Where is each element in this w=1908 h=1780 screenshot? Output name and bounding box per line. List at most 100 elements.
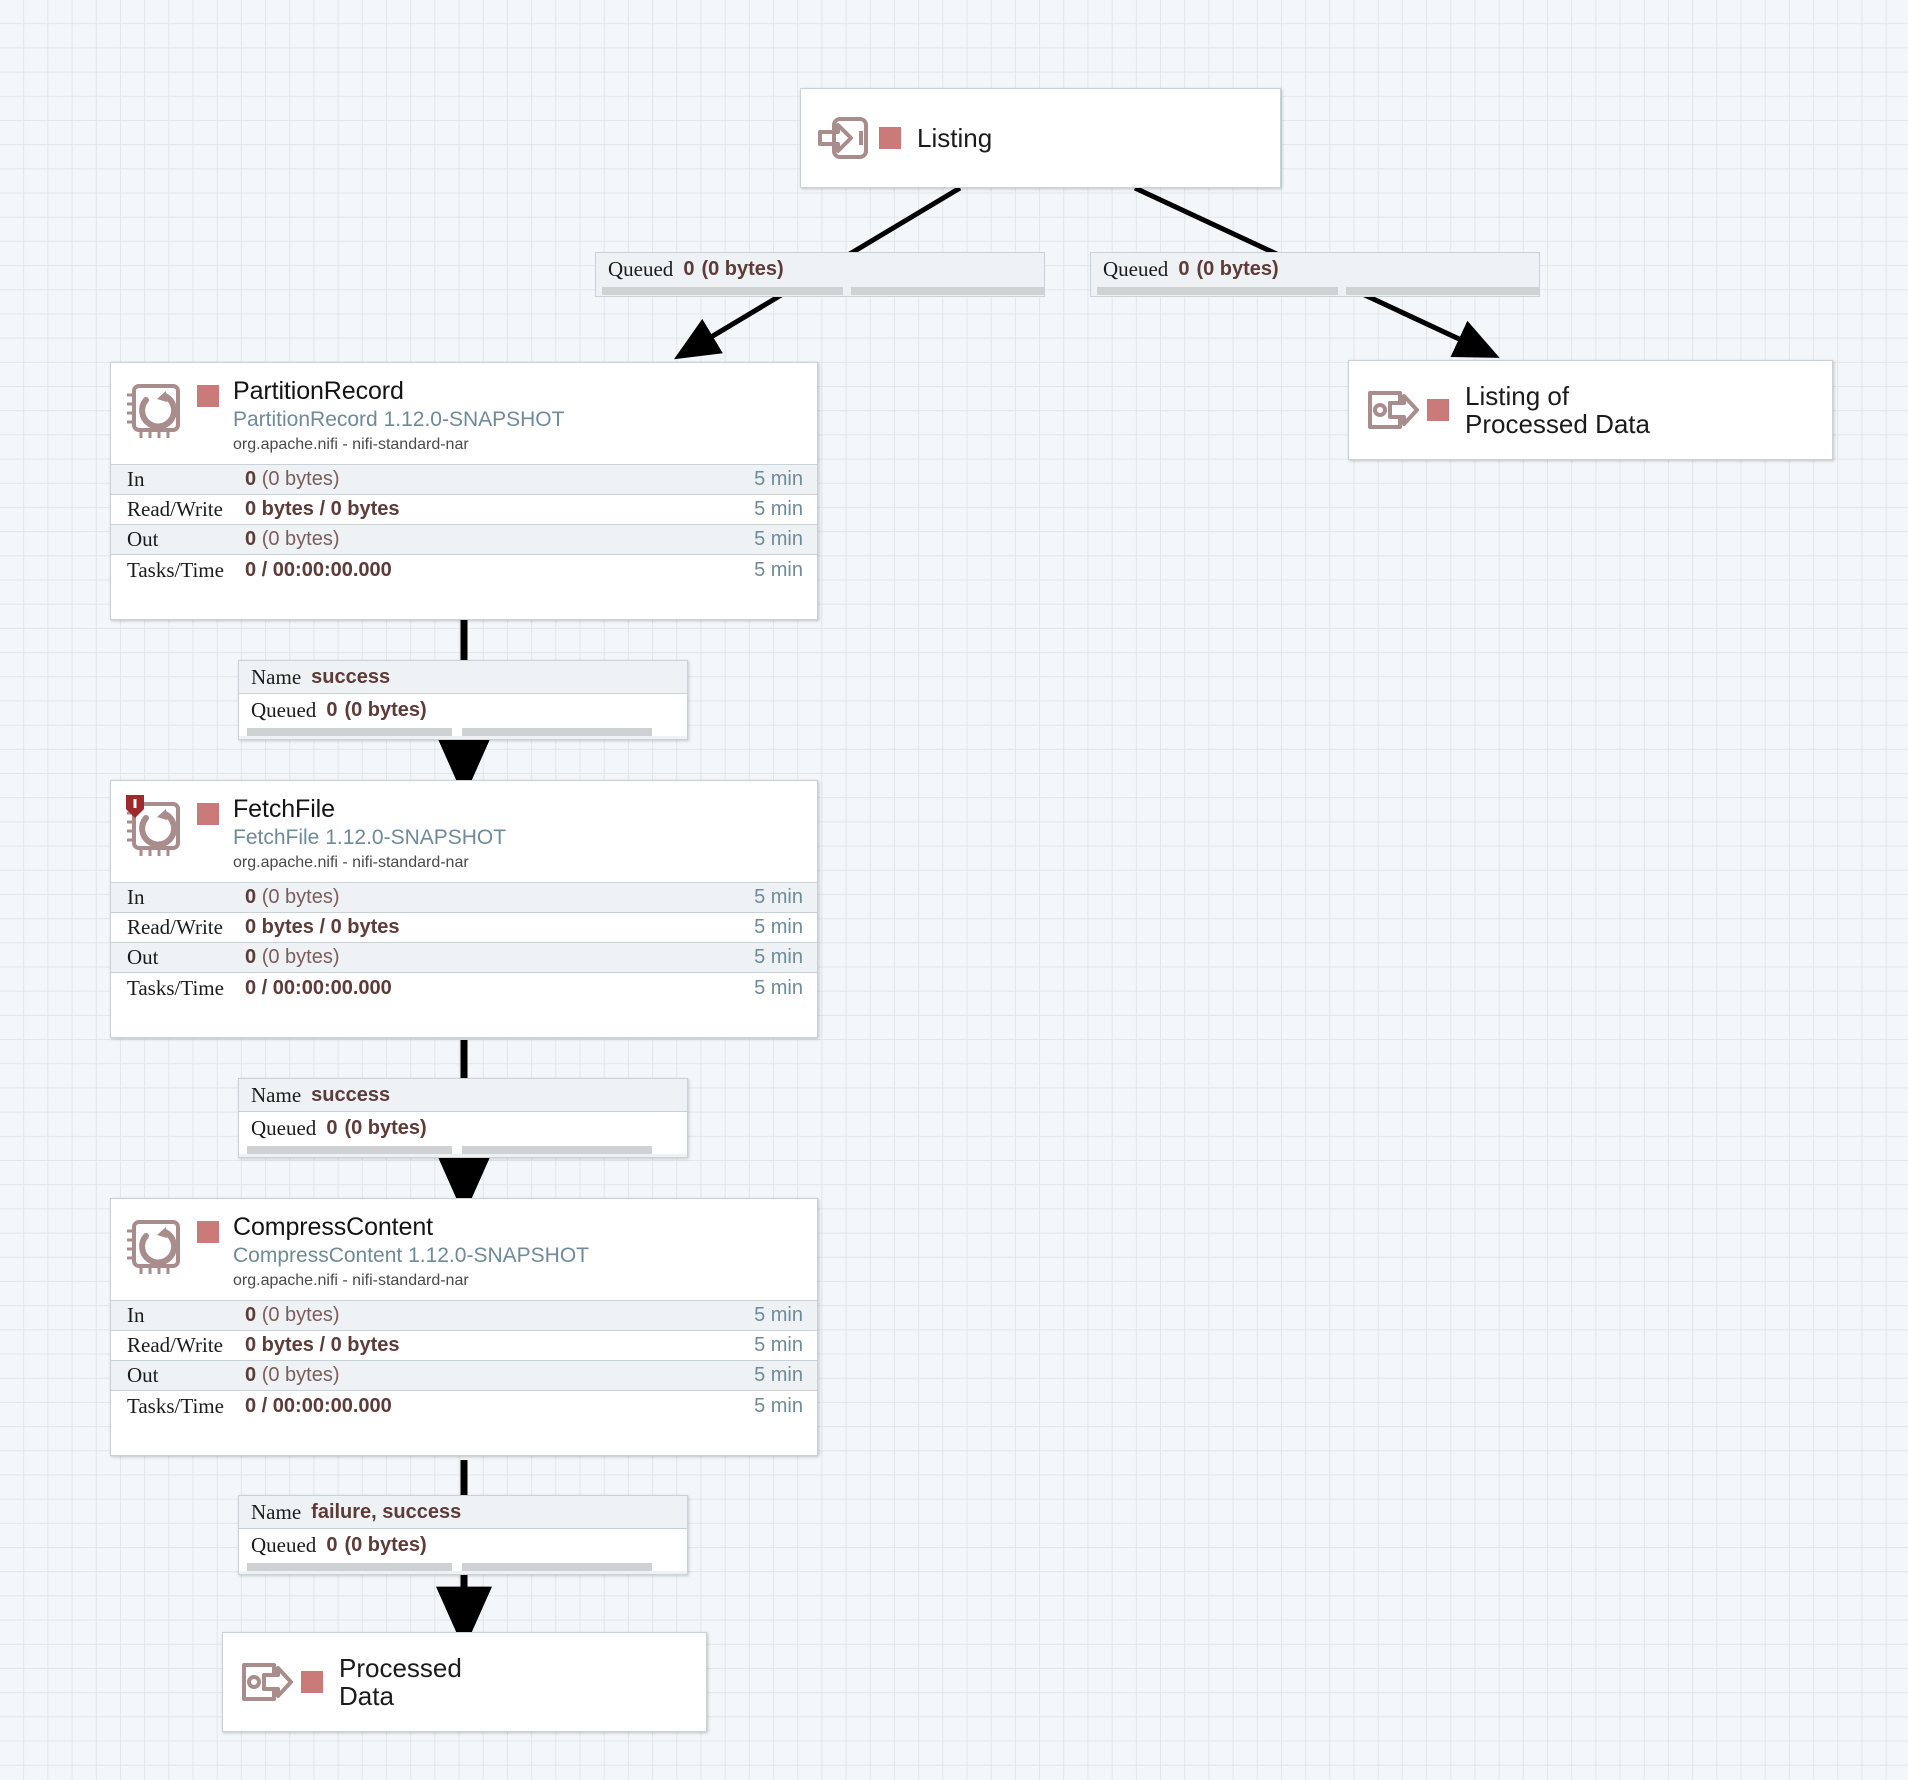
output-port-icon	[237, 1657, 295, 1707]
stat-row-tasks-time: Tasks/Time 0 / 00:00:00.000 5 min	[111, 973, 817, 1004]
stat-value: 0 bytes / 0 bytes	[245, 1334, 400, 1357]
queued-progress-bars	[1090, 285, 1540, 297]
queue-count-bar	[247, 1145, 452, 1154]
queued-progress-bars	[239, 727, 687, 736]
stat-value: 0 (0 bytes)	[245, 468, 340, 491]
stat-time: 5 min	[754, 498, 803, 521]
name-value: success	[311, 1083, 391, 1106]
stat-row-read-write: Read/Write 0 bytes / 0 bytes 5 min	[111, 913, 817, 944]
queue-size-bar	[1345, 286, 1539, 295]
processor-stats: In 0 (0 bytes) 5 min Read/Write 0 bytes …	[111, 464, 817, 586]
stat-label: Tasks/Time	[127, 557, 224, 582]
stat-row-read-write: Read/Write 0 bytes / 0 bytes 5 min	[111, 495, 817, 526]
stat-time: 5 min	[754, 1394, 803, 1417]
stat-label: Out	[127, 945, 159, 970]
stat-label: Out	[127, 1363, 159, 1388]
stat-row-read-write: Read/Write 0 bytes / 0 bytes 5 min	[111, 1331, 817, 1362]
name-value: success	[311, 665, 391, 688]
stat-value: 0 / 00:00:00.000	[245, 1394, 392, 1417]
stat-label: In	[127, 1303, 145, 1328]
stat-value: 0 (0 bytes)	[245, 528, 340, 551]
bulletin-badge-icon[interactable]	[124, 794, 146, 825]
stat-label: Read/Write	[127, 1333, 223, 1358]
stat-label: In	[127, 467, 145, 492]
queued-label: Queued	[1103, 256, 1169, 281]
queued-value: 0	[683, 257, 695, 280]
stat-value: 0 (0 bytes)	[245, 1364, 340, 1387]
processor-name: FetchFile	[233, 795, 335, 823]
queued-progress-bars	[239, 1562, 687, 1571]
queue-size-bar	[462, 1145, 652, 1154]
stat-row-tasks-time: Tasks/Time 0 / 00:00:00.000 5 min	[111, 1391, 817, 1422]
stat-row-out: Out 0 (0 bytes) 5 min	[111, 943, 817, 974]
stat-label: In	[127, 885, 145, 910]
input-port-icon	[815, 113, 873, 163]
queued-bytes: (0 bytes)	[344, 1117, 427, 1139]
status-indicator-square	[1427, 399, 1449, 421]
queued-progress-bars	[239, 1145, 687, 1154]
output-port-icon	[1363, 385, 1421, 435]
stat-label: Out	[127, 527, 159, 552]
stat-row-out: Out 0 (0 bytes) 5 min	[111, 1361, 817, 1392]
processor-name: CompressContent	[233, 1213, 433, 1241]
connection-fetchfile-to-compresscontent[interactable]: Name success Queued 0 (0 bytes)	[238, 1078, 688, 1158]
stat-row-in: In 0 (0 bytes) 5 min	[111, 883, 817, 914]
queued-label: Queued	[608, 256, 674, 281]
queued-value: 0	[1178, 257, 1190, 280]
processor-stats: In 0 (0 bytes) 5 min Read/Write 0 bytes …	[111, 1300, 817, 1422]
port-label: Processed Data	[339, 1652, 462, 1711]
queued-bytes: (0 bytes)	[1196, 257, 1279, 280]
queued-bytes: (0 bytes)	[344, 699, 427, 721]
connection-listing-to-partitionrecord[interactable]: Queued 0 (0 bytes)	[595, 252, 1045, 297]
stat-time: 5 min	[754, 916, 803, 939]
name-label: Name	[251, 1082, 302, 1107]
status-indicator-square	[301, 1671, 323, 1693]
port-label: Listing	[917, 122, 993, 153]
status-indicator-square	[197, 1221, 219, 1243]
processor-name: PartitionRecord	[233, 377, 404, 405]
connection-compresscontent-to-processed-data[interactable]: Name failure, success Queued 0 (0 bytes)	[238, 1495, 688, 1575]
status-indicator-square	[197, 803, 219, 825]
stat-row-tasks-time: Tasks/Time 0 / 00:00:00.000 5 min	[111, 555, 817, 586]
connection-listing-to-listing-of-processed-data[interactable]: Queued 0 (0 bytes)	[1090, 252, 1540, 297]
processor-icon	[125, 1215, 187, 1277]
queued-label: Queued	[251, 1116, 317, 1140]
processor-header: CompressContent CompressContent 1.12.0-S…	[111, 1199, 817, 1300]
queued-label: Queued	[251, 1533, 317, 1557]
queue-size-bar	[850, 286, 1044, 295]
processor-header: FetchFile FetchFile 1.12.0-SNAPSHOT org.…	[111, 781, 817, 882]
processor-fetchfile[interactable]: FetchFile FetchFile 1.12.0-SNAPSHOT org.…	[110, 780, 818, 1038]
connection-queued-row: Queued 0 (0 bytes)	[595, 252, 1045, 285]
stat-time: 5 min	[754, 1334, 803, 1357]
processor-stats: In 0 (0 bytes) 5 min Read/Write 0 bytes …	[111, 882, 817, 1004]
processor-icon	[124, 794, 187, 859]
stat-time: 5 min	[754, 558, 803, 581]
queued-bytes: (0 bytes)	[701, 257, 784, 280]
node-listing-of-processed-data-port[interactable]: Listing of Processed Data	[1348, 360, 1833, 460]
stat-row-in: In 0 (0 bytes) 5 min	[111, 1301, 817, 1332]
queued-progress-bars	[595, 285, 1045, 297]
processor-partitionrecord[interactable]: PartitionRecord PartitionRecord 1.12.0-S…	[110, 362, 818, 620]
stat-value: 0 bytes / 0 bytes	[245, 498, 400, 521]
stat-time: 5 min	[754, 1364, 803, 1387]
connection-queued-row: Queued 0 (0 bytes)	[239, 1529, 687, 1562]
processor-compresscontent[interactable]: CompressContent CompressContent 1.12.0-S…	[110, 1198, 818, 1456]
stat-value: 0 (0 bytes)	[245, 946, 340, 969]
queue-count-bar	[247, 1562, 452, 1571]
queue-count-bar	[602, 286, 843, 295]
name-value: failure, success	[311, 1500, 462, 1523]
connection-name-row: Name success	[239, 1079, 687, 1112]
node-listing-input-port[interactable]: Listing	[800, 88, 1281, 188]
stat-label: Tasks/Time	[127, 975, 224, 1000]
queued-value: 0	[326, 699, 338, 721]
stat-time: 5 min	[754, 946, 803, 969]
stat-value: 0 (0 bytes)	[245, 1304, 340, 1327]
connection-partitionrecord-to-fetchfile[interactable]: Name success Queued 0 (0 bytes)	[238, 660, 688, 740]
node-processed-data-port[interactable]: Processed Data	[222, 1632, 707, 1732]
stat-label: Read/Write	[127, 497, 223, 522]
processor-type: FetchFile 1.12.0-SNAPSHOT	[233, 826, 507, 849]
queued-value: 0	[326, 1117, 338, 1139]
connection-queued-row: Queued 0 (0 bytes)	[1090, 252, 1540, 285]
stat-label: Tasks/Time	[127, 1393, 224, 1418]
